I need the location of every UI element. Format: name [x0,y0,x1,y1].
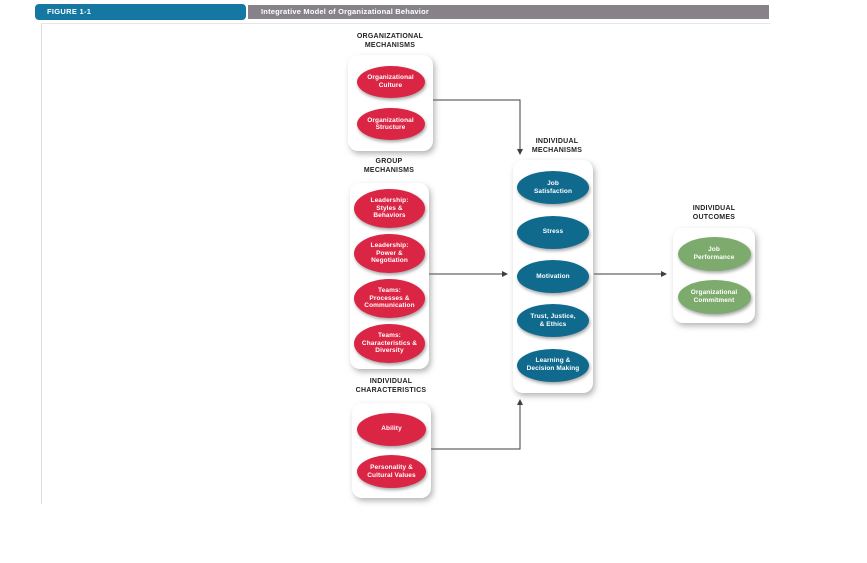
panel-organizational-mechanisms: Organizational Culture Organizational St… [348,55,433,151]
node-job-performance: Job Performance [677,237,751,271]
node-teams-processes-communication: Teams: Processes & Communication [354,279,425,318]
node-job-satisfaction: Job Satisfaction [517,171,589,205]
node-ability: Ability [357,412,426,446]
panel-individual-mechanisms: Job Satisfaction Stress Motivation Trust… [513,160,593,393]
section-label-individual-mechanisms: INDIVIDUAL MECHANISMS [531,138,583,155]
panel-individual-outcomes: Job Performance Organizational Commitmen… [673,228,755,323]
node-learning-decision-making: Learning & Decision Making [517,348,589,382]
node-personality-cultural-values: Personality & Cultural Values [357,455,426,489]
figure-title-bar: Integrative Model of Organizational Beha… [248,5,769,19]
node-trust-justice-ethics: Trust, Justice, & Ethics [517,304,589,338]
section-label-individual-characteristics: INDIVIDUAL CHARACTERISTICS [355,378,427,395]
node-organizational-culture: Organizational Culture [356,65,425,98]
panel-group-mechanisms: Leadership: Styles & Behaviors Leadershi… [350,183,429,369]
figure-badge: FIGURE 1-1 [35,4,246,20]
node-organizational-structure: Organizational Structure [356,108,425,141]
section-label-group-mechanisms: GROUP MECHANISMS [363,158,415,175]
figure-content-frame [41,23,770,504]
node-organizational-commitment: Organizational Commitment [677,280,751,314]
node-leadership-power-negotiation: Leadership: Power & Negotiation [354,234,425,273]
node-stress: Stress [517,215,589,249]
panel-individual-characteristics: Ability Personality & Cultural Values [352,403,431,498]
node-motivation: Motivation [517,259,589,293]
section-label-individual-outcomes: INDIVIDUAL OUTCOMES [692,205,736,222]
node-teams-characteristics-diversity: Teams: Characteristics & Diversity [354,324,425,363]
node-leadership-styles-behaviors: Leadership: Styles & Behaviors [354,189,425,228]
section-label-organizational-mechanisms: ORGANIZATIONAL MECHANISMS [356,33,424,50]
